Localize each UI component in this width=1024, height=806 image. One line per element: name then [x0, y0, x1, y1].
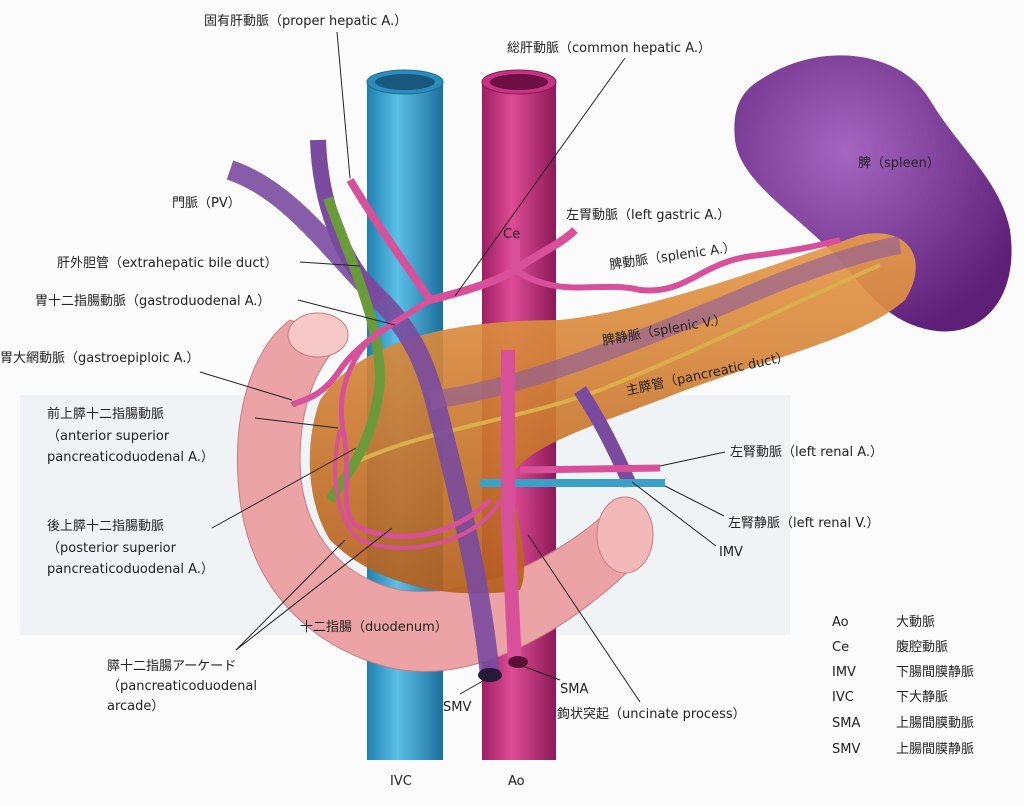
label-left-gastric-artery: 左胃動脈（left gastric A.）: [566, 208, 730, 223]
pancreatic-duct: [349, 263, 881, 467]
label-line: 膵十二指腸アーケード: [107, 659, 236, 674]
label-line: （pancreaticoduodenal: [107, 679, 257, 694]
label-line: pancreaticoduodenal A.）: [47, 562, 214, 577]
abbreviation-legend: Ao 大動脈 Ce 腹腔動脈 IMV 下腸間膜静脈 IVC 下大静脈 SMA 上…: [832, 615, 974, 757]
label-spleen: 脾（spleen）: [858, 156, 940, 171]
label-line: 前上膵十二指腸動脈: [47, 406, 164, 422]
label-line: （posterior superior: [47, 541, 177, 556]
left-renal-artery: [519, 464, 661, 474]
label-common-hepatic-artery: 総肝動脈（common hepatic A.）: [507, 41, 711, 56]
duodenum-lumen-lower: [596, 496, 654, 574]
label-line: pancreaticoduodenal A.）: [47, 450, 214, 465]
label-sma: SMA: [560, 682, 588, 697]
label-left-renal-vein: 左腎静脈（left renal V.）: [728, 516, 880, 531]
legend-abbr: Ao: [832, 615, 849, 630]
legend-term: 上腸間膜静脈: [896, 742, 974, 757]
label-left-renal-artery: 左腎動脈（left renal A.）: [730, 445, 883, 460]
label-portal-vein: 門脈（PV）: [172, 196, 241, 211]
legend-term: 大動脈: [896, 615, 935, 630]
legend-abbr: IMV: [832, 665, 856, 680]
bile-duct: [323, 196, 386, 503]
label-duodenum: 十二指腸（duodenum）: [300, 620, 448, 635]
label-gastroepiploic-artery: 胃大網動脈（gastroepiploic A.）: [0, 351, 199, 366]
sma-lumen: [508, 656, 528, 668]
leader-lines: [199, 31, 726, 703]
label-ivc: IVC: [390, 774, 412, 789]
label-uncinate-process: 鉤状突起（uncinate process）: [557, 706, 746, 722]
label-anterior-superior-pd-artery: 前上膵十二指腸動脈 （anterior superior pancreatico…: [47, 406, 214, 465]
legend-term: 腹腔動脈: [896, 639, 948, 655]
legend-abbr: Ce: [832, 640, 849, 655]
duodenum-organ: [237, 319, 641, 672]
label-pd-arcade: 膵十二指腸アーケード （pancreaticoduodenal arcade）: [107, 659, 257, 714]
legend-abbr: SMA: [832, 716, 860, 731]
label-smv: SMV: [443, 700, 471, 715]
label-gastroduodenal-artery: 胃十二指腸動脈（gastroduodenal A.）: [35, 294, 271, 309]
label-bile-duct: 肝外胆管（extrahepatic bile duct）: [57, 256, 278, 271]
label-imv: IMV: [719, 545, 743, 560]
portal-vein: [226, 160, 500, 677]
legend-abbr: SMV: [832, 742, 860, 757]
label-celiac: Ce: [503, 227, 520, 242]
spleen-organ: [734, 55, 1012, 332]
duodenum-lumen-upper: [287, 312, 349, 358]
legend-term: 下大静脈: [896, 690, 948, 705]
label-posterior-superior-pd-artery: 後上膵十二指腸動脈 （posterior superior pancreatic…: [47, 519, 214, 577]
legend-term: 上腸間膜動脈: [896, 716, 974, 731]
label-line: （anterior superior: [47, 429, 170, 444]
label-line: arcade）: [107, 699, 164, 714]
arterial-tree: [290, 177, 841, 666]
label-proper-hepatic-artery: 固有肝動脈（proper hepatic A.）: [204, 14, 407, 29]
label-line: 後上膵十二指腸動脈: [47, 519, 164, 534]
smv-lumen: [478, 668, 502, 682]
imv-vessel: [574, 386, 637, 488]
legend-term: 下腸間膜静脈: [896, 665, 974, 680]
legend-abbr: IVC: [832, 690, 854, 705]
label-aorta: Ao: [508, 774, 525, 789]
